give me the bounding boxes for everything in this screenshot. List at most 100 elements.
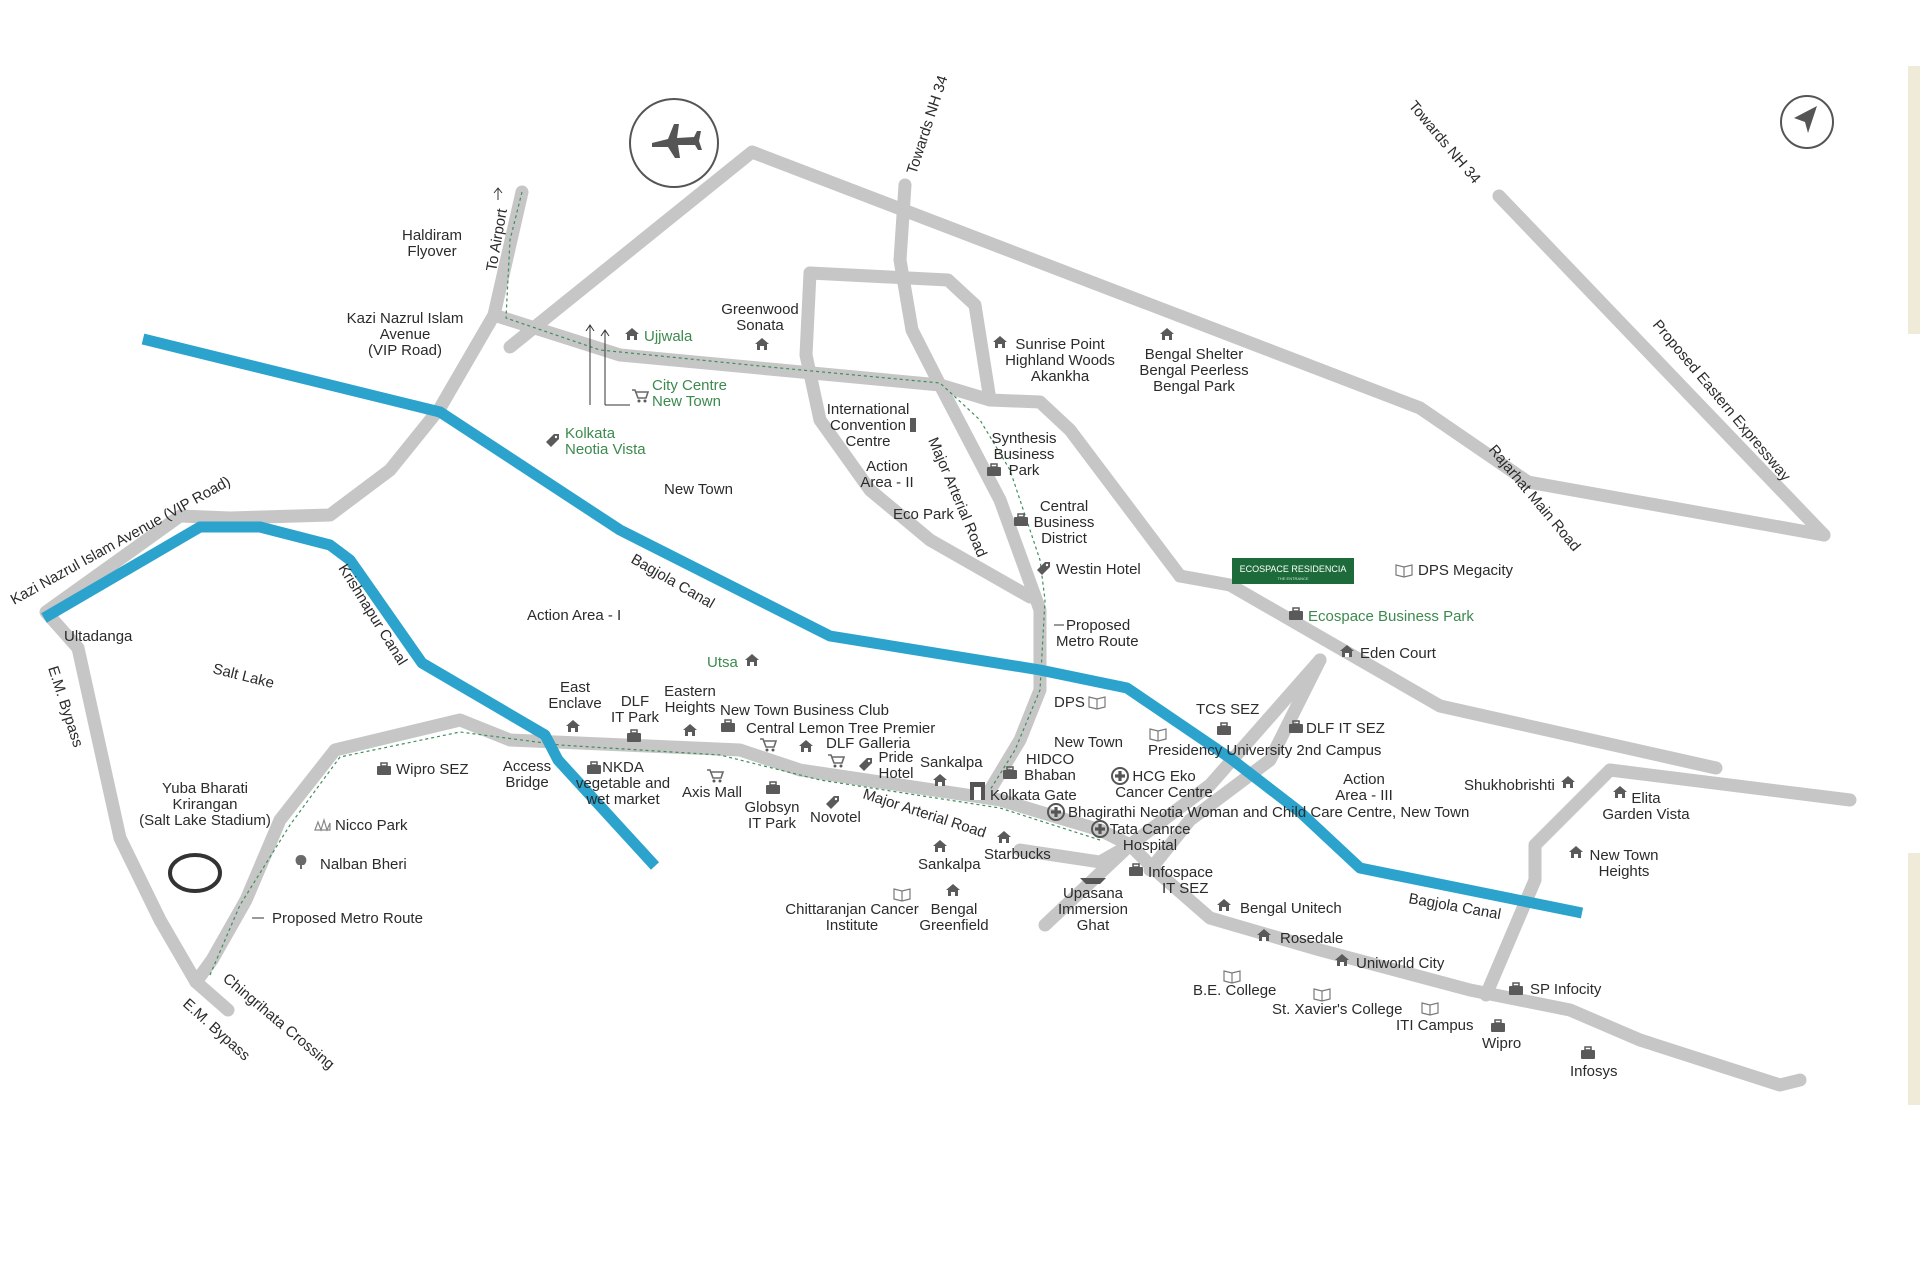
- uniworld-label: Uniworld City: [1356, 955, 1445, 972]
- book-icon: [1395, 564, 1413, 578]
- book-icon: [1149, 728, 1167, 742]
- rajarhat-label: Rajarhat Main Road: [1485, 442, 1584, 555]
- salt-lake-label: Salt Lake: [211, 660, 276, 692]
- house-icon: [933, 774, 947, 786]
- house-icon: [566, 720, 580, 732]
- house-icon: [755, 338, 769, 350]
- convention-icon: [910, 418, 916, 432]
- tag-icon: [1037, 562, 1050, 575]
- house-icon: [997, 831, 1011, 843]
- cart-icon: [631, 389, 649, 404]
- briefcase-icon: [1128, 863, 1144, 877]
- utsa-label: Utsa: [707, 654, 739, 671]
- direction-arrows: [493, 187, 630, 406]
- axis-mall-label: Axis Mall: [682, 784, 742, 801]
- house-icon: [993, 336, 1007, 348]
- starbucks-label: Starbucks: [984, 846, 1051, 863]
- house-icon: [933, 840, 947, 852]
- side-decoration-top: [1908, 66, 1920, 334]
- nicco-label: Nicco Park: [335, 817, 408, 834]
- dlf-galleria-label: DLF Galleria: [826, 735, 911, 752]
- book-icon: [1088, 696, 1106, 710]
- house-icon: [1160, 328, 1174, 340]
- book-icon: [1313, 988, 1331, 1002]
- briefcase-icon: [720, 719, 736, 733]
- park-icon: [314, 817, 331, 832]
- kolkata-gate-label: Kolkata Gate: [990, 787, 1077, 804]
- house-icon: [1569, 846, 1583, 858]
- towards-nh34-right-label: Towards NH 34: [1405, 98, 1484, 187]
- bhagirathi-label: Bhagirathi Neotia Woman and Child Care C…: [1068, 804, 1469, 821]
- novotel-label: Novotel: [810, 809, 861, 826]
- towards-nh34-top-label: Towards NH 34: [904, 73, 952, 176]
- tcs-sez-label: TCS SEZ: [1196, 701, 1259, 718]
- briefcase-icon: [586, 761, 602, 775]
- ultadanga-label: Ultadanga: [64, 628, 133, 645]
- briefcase-icon: [1508, 982, 1524, 996]
- st-xaviers-label: St. Xavier's College: [1272, 1001, 1402, 1018]
- tag-icon: [546, 434, 559, 447]
- hospital-icon: [1111, 767, 1129, 785]
- new-town-2-label: New Town: [1054, 734, 1123, 751]
- proposed-metro-2-label: Proposed Metro Route: [272, 910, 423, 927]
- sankalpa-2-label: Sankalpa: [918, 856, 981, 873]
- tree-icon: [295, 855, 307, 869]
- ecospace-bp-label: Ecospace Business Park: [1308, 608, 1474, 625]
- action-area-1-label: Action Area - I: [527, 607, 621, 624]
- tag-icon: [859, 758, 872, 771]
- briefcase-icon: [1288, 607, 1304, 621]
- ecospace-residencia-badge: ECOSPACE RESIDENCIA THE ENTRANCE: [1232, 558, 1354, 584]
- be-college-label: B.E. College: [1193, 982, 1276, 999]
- dps-label: DPS: [1054, 694, 1085, 711]
- airport-icon: [629, 98, 719, 188]
- sp-infocity-label: SP Infocity: [1530, 981, 1602, 998]
- svg-text:ECOSPACE RESIDENCIA: ECOSPACE RESIDENCIA: [1240, 564, 1347, 574]
- north-arrow-icon: [1780, 95, 1834, 149]
- infosys-label: Infosys: [1570, 1063, 1618, 1080]
- krishnapur-label: Krishnapur Canal: [335, 561, 411, 668]
- briefcase-icon: [1216, 722, 1232, 736]
- shukhobrishti-label: Shukhobrishti: [1464, 777, 1555, 794]
- presidency-label: Presidency University 2nd Campus: [1148, 742, 1381, 759]
- bengal-unitech-label: Bengal Unitech: [1240, 900, 1342, 917]
- book-icon: [893, 888, 911, 902]
- ujjwala-label: Ujjwala: [644, 328, 693, 345]
- wipro-sez-label: Wipro SEZ: [396, 761, 469, 778]
- vip-road-label: Kazi Nazrul Islam Avenue (VIP Road): [8, 473, 234, 608]
- svg-text:THE ENTRANCE: THE ENTRANCE: [1277, 576, 1308, 581]
- briefcase-icon: [1580, 1046, 1596, 1060]
- book-icon: [1421, 1002, 1439, 1016]
- new-town-label: New Town: [664, 481, 733, 498]
- house-icon: [946, 884, 960, 896]
- dps-megacity-label: DPS Megacity: [1418, 562, 1514, 579]
- briefcase-icon: [376, 762, 392, 776]
- eastern-expressway-label: Proposed Eastern Expressway: [1649, 317, 1794, 485]
- westin-label: Westin Hotel: [1056, 561, 1141, 578]
- house-icon: [799, 740, 813, 752]
- briefcase-icon: [765, 781, 781, 795]
- side-decoration-bottom: [1908, 853, 1920, 1105]
- rosedale-label: Rosedale: [1280, 930, 1343, 947]
